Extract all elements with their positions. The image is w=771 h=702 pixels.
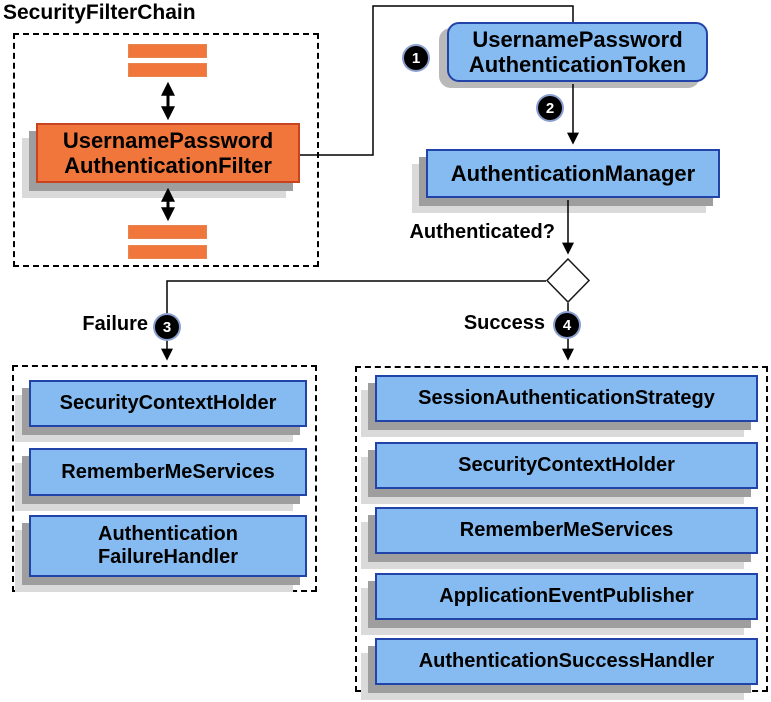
box-label-line: AuthenticationManager (450, 160, 696, 186)
step-2-badge: 2 (538, 96, 562, 120)
success-box-authentication-success-handler: AuthenticationSuccessHandler (375, 638, 758, 685)
box-label-line: AuthenticationSuccessHandler (418, 650, 715, 672)
box-label-line: AuthenticationToken (468, 52, 687, 77)
filter-chain-bar (128, 225, 207, 239)
box-label-line: RememberMeServices (459, 519, 674, 541)
filter-chain-bar (128, 63, 207, 77)
step-1-badge: 1 (404, 46, 428, 70)
failure-branch-arrow (161, 280, 546, 361)
failure-handlers-panel (12, 365, 317, 592)
security-filter-chain-panel (13, 33, 319, 267)
box-label-line: FailureHandler (97, 546, 239, 568)
box-label-line: UsernamePassword (62, 127, 274, 153)
diagram-title: SecurityFilterChain (3, 1, 196, 24)
box-label-line: RememberMeServices (61, 460, 275, 483)
box-label-line: SessionAuthenticationStrategy (418, 387, 715, 409)
box-label-line: UsernamePassword (472, 26, 683, 52)
step-3-badge: 3 (155, 315, 179, 339)
authentication-manager-box: AuthenticationManager (426, 149, 720, 198)
box-label-line: ApplicationEventPublisher (439, 585, 694, 607)
failure-box-remember-me-services: RememberMeServices (29, 448, 307, 496)
failure-branch-label: Failure (82, 313, 148, 335)
authenticated-question-label: Authenticated? (409, 221, 555, 243)
success-box-application-event-publisher: ApplicationEventPublisher (375, 573, 758, 620)
step-4-badge: 4 (555, 313, 579, 337)
decision-diamond (545, 257, 591, 304)
filter-to-token-connector (300, 5, 574, 156)
box-label-line: SecurityContextHolder (458, 454, 675, 476)
box-label-line: AuthenticationFilter (64, 153, 272, 178)
filter-chain-bar (128, 44, 207, 58)
success-handlers-panel (355, 366, 768, 692)
box-label-line: SecurityContextHolder (59, 392, 277, 414)
success-branch-label: Success (463, 312, 545, 334)
filter-chain-bar (128, 245, 207, 259)
box-label-line: Authentication (98, 523, 238, 545)
failure-box-security-context-holder: SecurityContextHolder (29, 380, 307, 427)
username-password-authentication-filter-box: UsernamePassword AuthenticationFilter (36, 123, 300, 183)
success-box-remember-me-services: RememberMeServices (375, 507, 758, 554)
success-box-security-context-holder: SecurityContextHolder (375, 442, 758, 489)
username-password-authentication-token-box: UsernamePassword AuthenticationToken (447, 22, 708, 82)
failure-box-authentication-failure-handler: Authentication FailureHandler (29, 515, 307, 577)
success-box-session-authentication-strategy: SessionAuthenticationStrategy (375, 375, 758, 422)
